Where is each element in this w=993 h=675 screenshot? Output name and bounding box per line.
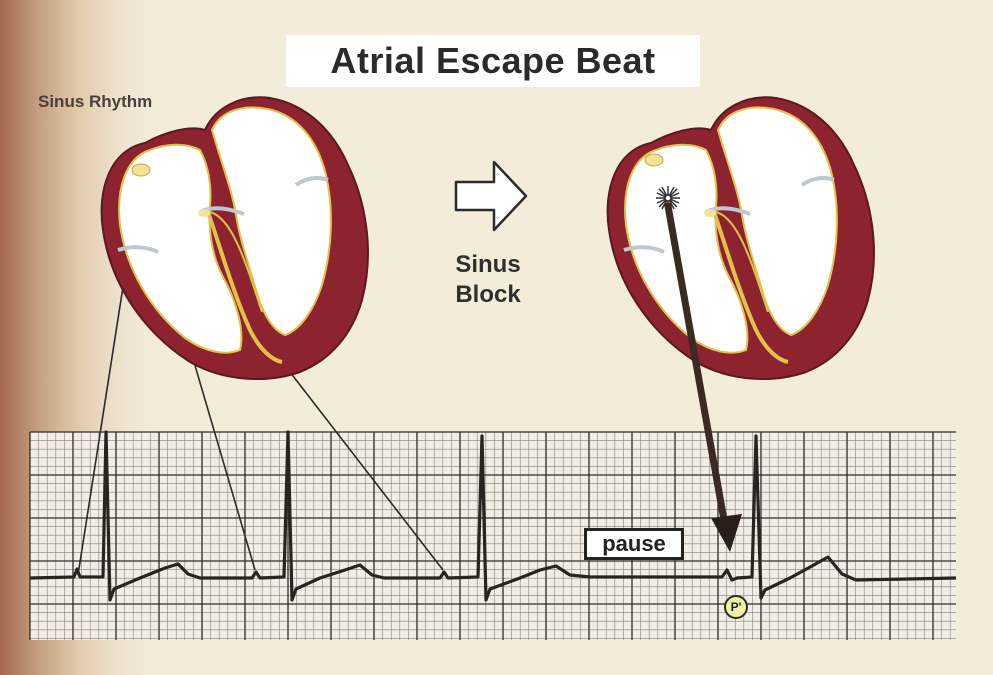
- page-title: Atrial Escape Beat: [330, 40, 655, 82]
- ecg-grid: [30, 432, 956, 640]
- sinus-block-line2: Block: [440, 280, 536, 310]
- p-prime-marker: P': [724, 595, 748, 619]
- pause-label: pause: [584, 528, 684, 560]
- sinus-block-line1: Sinus: [440, 250, 536, 280]
- title-banner: Atrial Escape Beat: [286, 35, 700, 87]
- sinus-rhythm-label: Sinus Rhythm: [38, 92, 152, 112]
- sinus-block-label: Sinus Block: [440, 250, 536, 310]
